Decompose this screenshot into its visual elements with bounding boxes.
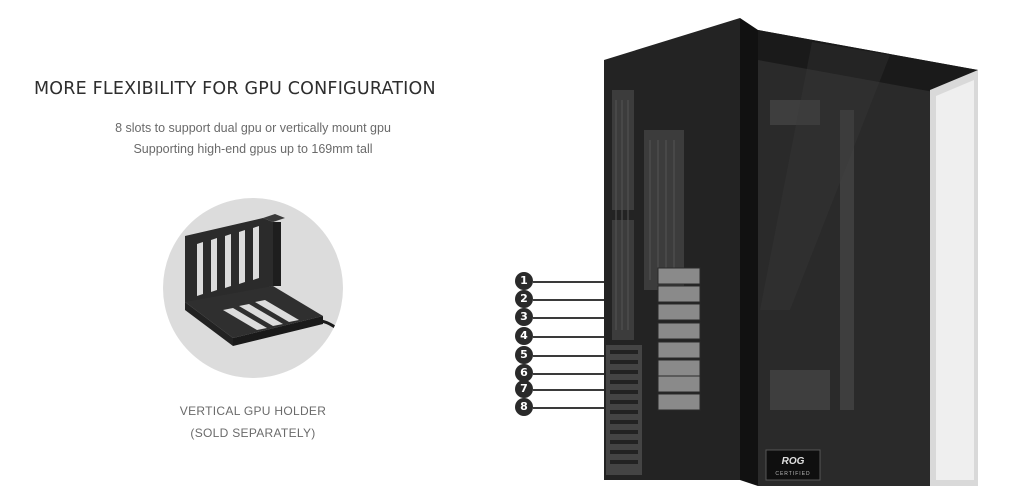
callout-leader [533, 317, 615, 319]
slot-callouts: 1 2 3 4 5 6 7 8 [510, 270, 630, 420]
holder-caption-line-2: (SOLD SEPARATELY) [190, 426, 316, 440]
slot-callout-4: 4 [515, 327, 533, 345]
gpu-holder-illustration [185, 214, 343, 346]
slot-callout-8: 8 [515, 398, 533, 416]
rog-badge [765, 449, 821, 481]
callout-leader [533, 389, 615, 391]
callout-leader [533, 355, 615, 357]
holder-caption-line-1: VERTICAL GPU HOLDER [179, 404, 327, 418]
slot-callout-1: 1 [515, 272, 533, 290]
rog-logo-text: ROG [782, 456, 805, 467]
gpu-holder-image [163, 198, 343, 378]
slot-callout-7: 7 [515, 380, 533, 398]
slot-callout-2: 2 [515, 290, 533, 308]
slot-callout-5: 5 [515, 346, 533, 364]
callout-leader [533, 407, 615, 409]
callout-leader [533, 281, 615, 283]
callout-leader [533, 336, 615, 338]
slot-callout-3: 3 [515, 308, 533, 326]
callout-leader [533, 373, 615, 375]
subtitle-line-1: 8 slots to support dual gpu or verticall… [115, 121, 391, 135]
callout-leader [533, 299, 615, 301]
pc-case-image: ROG CERTIFIED [604, 18, 978, 486]
slot-callout-6: 6 [515, 364, 533, 382]
subtitle-line-2: Supporting high-end gpus up to 169mm tal… [133, 142, 373, 156]
rog-certified-text: CERTIFIED [775, 471, 810, 477]
section-title: MORE FLEXIBILITY FOR GPU CONFIGURATION [34, 79, 436, 99]
